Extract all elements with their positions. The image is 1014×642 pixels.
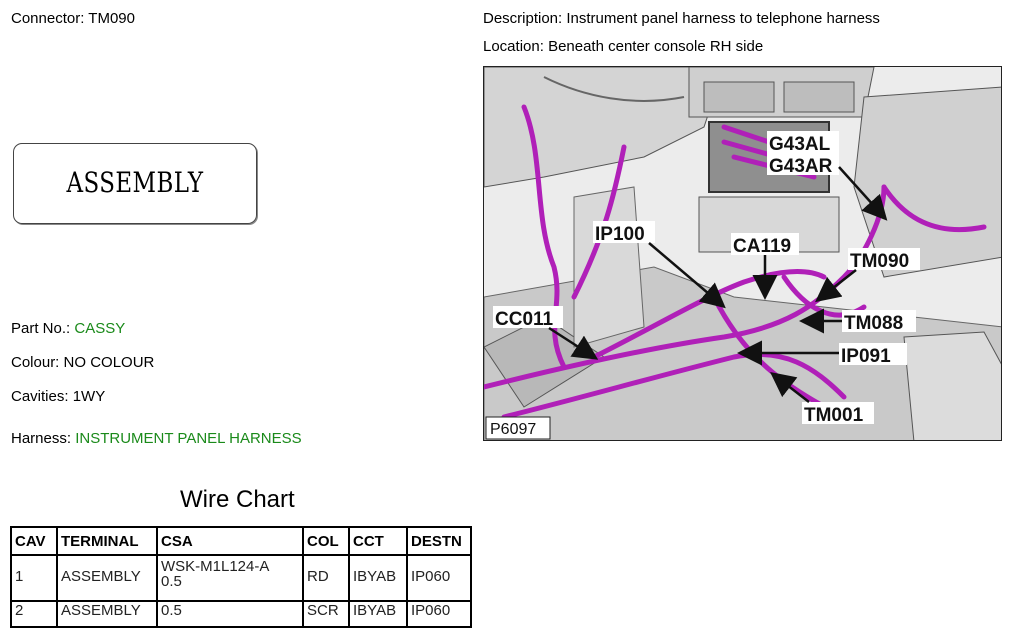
- assembly-text: ASSEMBLY: [66, 166, 204, 199]
- cell-col: SCR: [302, 600, 350, 628]
- colour-label: Colour:: [11, 354, 60, 371]
- callout-g43ar: G43AR: [767, 153, 839, 177]
- location-label: Location:: [483, 38, 544, 55]
- colour-line: Colour: NO COLOUR: [11, 354, 154, 371]
- cell-cav: 2: [10, 600, 58, 628]
- svg-text:P6097: P6097: [490, 421, 536, 438]
- description-value: Instrument panel harness to telephone ha…: [566, 10, 880, 27]
- cell-csa: 0.5: [156, 600, 304, 628]
- cell-terminal: ASSEMBLY: [56, 554, 158, 602]
- part-no-value: CASSY: [74, 320, 126, 337]
- svg-text:TM088: TM088: [844, 313, 903, 334]
- column-header-destn: DESTN: [406, 526, 472, 556]
- connector-line: Connector: TM090: [11, 10, 135, 27]
- description-label: Description:: [483, 10, 563, 27]
- harness-line: Harness: INSTRUMENT PANEL HARNESS: [11, 430, 302, 447]
- callout-g43al: G43AL: [767, 131, 839, 155]
- cell-col: RD: [302, 554, 350, 602]
- cell-destn: IP060: [406, 554, 472, 602]
- svg-text:CA119: CA119: [733, 236, 791, 257]
- cavities-value: 1WY: [72, 388, 106, 405]
- svg-text:CC011: CC011: [495, 309, 554, 330]
- callout-ca119: CA119: [731, 233, 799, 257]
- cavities-label: Cavities:: [11, 388, 69, 405]
- cavities-line: Cavities: 1WY: [11, 388, 105, 405]
- cell-csa: WSK-M1L124-A 0.5: [156, 554, 304, 602]
- connector-value: TM090: [88, 10, 135, 27]
- description-line: Description: Instrument panel harness to…: [483, 10, 880, 27]
- part-no-label: Part No.:: [11, 320, 71, 337]
- callout-ip091: IP091: [839, 343, 907, 367]
- cell-cav: 1: [10, 554, 58, 602]
- svg-text:TM001: TM001: [804, 405, 864, 426]
- figure-id-label: P6097: [485, 416, 551, 440]
- cell-cct: IBYAB: [348, 600, 408, 628]
- csa-line2: 0.5: [161, 573, 182, 590]
- cell-destn: IP060: [406, 600, 472, 628]
- callout-tm090: TM090: [848, 248, 920, 272]
- column-header-terminal: TERMINAL: [56, 526, 158, 556]
- connector-label: Connector:: [11, 10, 85, 27]
- location-illustration-svg: G43AL G43AR IP100 CA119 TM090 CC011: [484, 67, 1001, 440]
- table-row: 2 ASSEMBLY 0.5 SCR IBYAB IP060: [10, 600, 472, 628]
- harness-label: Harness:: [11, 430, 72, 447]
- callout-tm088: TM088: [842, 310, 916, 334]
- location-value: Beneath center console RH side: [548, 38, 764, 55]
- svg-text:G43AL: G43AL: [769, 134, 831, 155]
- colour-value: NO COLOUR: [63, 354, 155, 371]
- column-header-csa: CSA: [156, 526, 304, 556]
- cell-cct: IBYAB: [348, 554, 408, 602]
- svg-text:TM090: TM090: [850, 251, 909, 272]
- column-header-cav: CAV: [10, 526, 58, 556]
- cell-terminal: ASSEMBLY: [56, 600, 158, 628]
- callout-tm001: TM001: [802, 402, 874, 426]
- column-header-col: COL: [302, 526, 350, 556]
- part-no-line: Part No.: CASSY: [11, 320, 125, 337]
- harness-value: INSTRUMENT PANEL HARNESS: [75, 430, 302, 447]
- wire-chart-title: Wire Chart: [180, 486, 295, 513]
- callout-cc011: CC011: [493, 306, 563, 330]
- svg-text:G43AR: G43AR: [769, 156, 833, 177]
- location-line: Location: Beneath center console RH side: [483, 38, 763, 55]
- location-illustration: G43AL G43AR IP100 CA119 TM090 CC011: [483, 66, 1002, 441]
- column-header-cct: CCT: [348, 526, 408, 556]
- table-header-row: CAV TERMINAL CSA COL CCT DESTN: [10, 526, 472, 556]
- wire-chart-table: CAV TERMINAL CSA COL CCT DESTN 1 ASSEMBL…: [10, 526, 472, 628]
- callout-ip100: IP100: [593, 221, 655, 245]
- csa-line1: WSK-M1L124-A: [161, 558, 270, 575]
- svg-text:IP100: IP100: [595, 224, 645, 245]
- table-row: 1 ASSEMBLY WSK-M1L124-A 0.5 RD IBYAB IP0…: [10, 554, 472, 602]
- svg-text:IP091: IP091: [841, 346, 891, 367]
- connector-face-image: ASSEMBLY: [13, 143, 257, 224]
